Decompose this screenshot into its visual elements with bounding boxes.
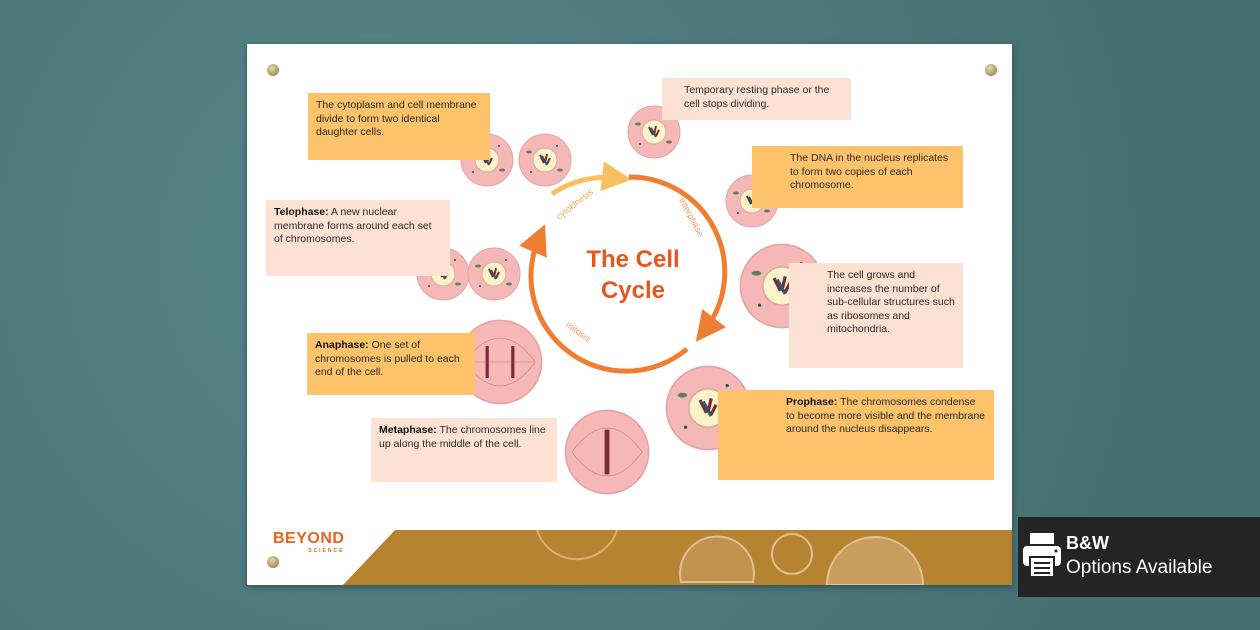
badge-subtitle: Options Available — [1066, 557, 1213, 578]
interphase-arrow — [628, 174, 728, 342]
g0-description: Temporary resting phase or the cell stop… — [662, 78, 851, 120]
pin-icon — [985, 64, 997, 76]
daughter-cell — [518, 133, 572, 187]
bw-options-badge: B&W Options Available — [1018, 517, 1260, 597]
mitosis-label: mitosis — [564, 319, 593, 344]
g1-description: The cell grows and increases the number … — [789, 263, 963, 368]
cytokinesis-description: The cytoplasm and cell membrane divide t… — [308, 93, 490, 160]
cytokinesis-arrow — [550, 161, 632, 197]
pin-icon — [267, 64, 279, 76]
mitosis-arrow — [519, 224, 689, 374]
telophase-description: Telophase: A new nuclear membrane forms … — [266, 200, 450, 276]
anaphase-description: Anaphase: One set of chromosomes is pull… — [307, 333, 475, 395]
metaphase-cell — [564, 409, 650, 495]
title-line1: The Cell — [586, 246, 679, 273]
printer-icon — [1021, 533, 1063, 578]
footer-band — [343, 530, 1012, 585]
telophase-cell — [467, 247, 521, 301]
prophase-description: Prophase: The chromosomes condense to be… — [718, 390, 994, 480]
s-phase-description: The DNA in the nucleus replicates to for… — [752, 146, 963, 208]
pin-icon — [267, 556, 279, 568]
title-line2: Cycle — [601, 277, 665, 304]
badge-title: B&W — [1066, 533, 1109, 553]
cell-cycle-poster: The Cell Cycle cytokinesis interphase mi… — [247, 44, 1012, 585]
metaphase-description: Metaphase: The chromosomes line up along… — [371, 418, 557, 482]
